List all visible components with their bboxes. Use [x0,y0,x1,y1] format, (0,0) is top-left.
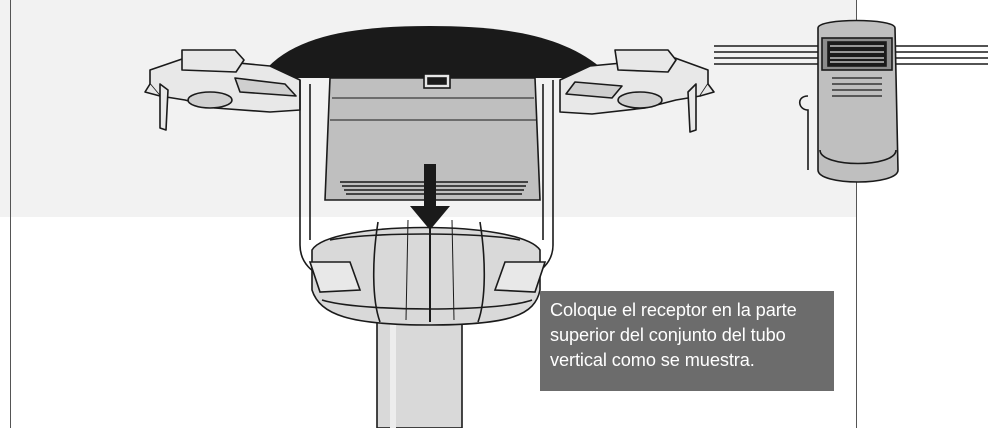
instruction-line-2: superior del conjunto del tubo [550,325,786,345]
callout-background [540,291,834,391]
receiver-icon [714,19,988,183]
receiver-body [324,73,541,201]
canopy-dome [268,26,600,78]
instruction-callout: Coloque el receptor en la parte superior… [540,291,834,391]
instruction-line-3: vertical como se muestra. [550,350,755,370]
mounting-bracket-left [144,49,301,131]
mounting-bracket-right [559,49,715,133]
instruction-line-1: Coloque el receptor en la parte [550,300,797,320]
down-arrow-icon [410,164,450,230]
downrod-pipe [376,317,463,428]
downrod-collar [308,219,547,326]
